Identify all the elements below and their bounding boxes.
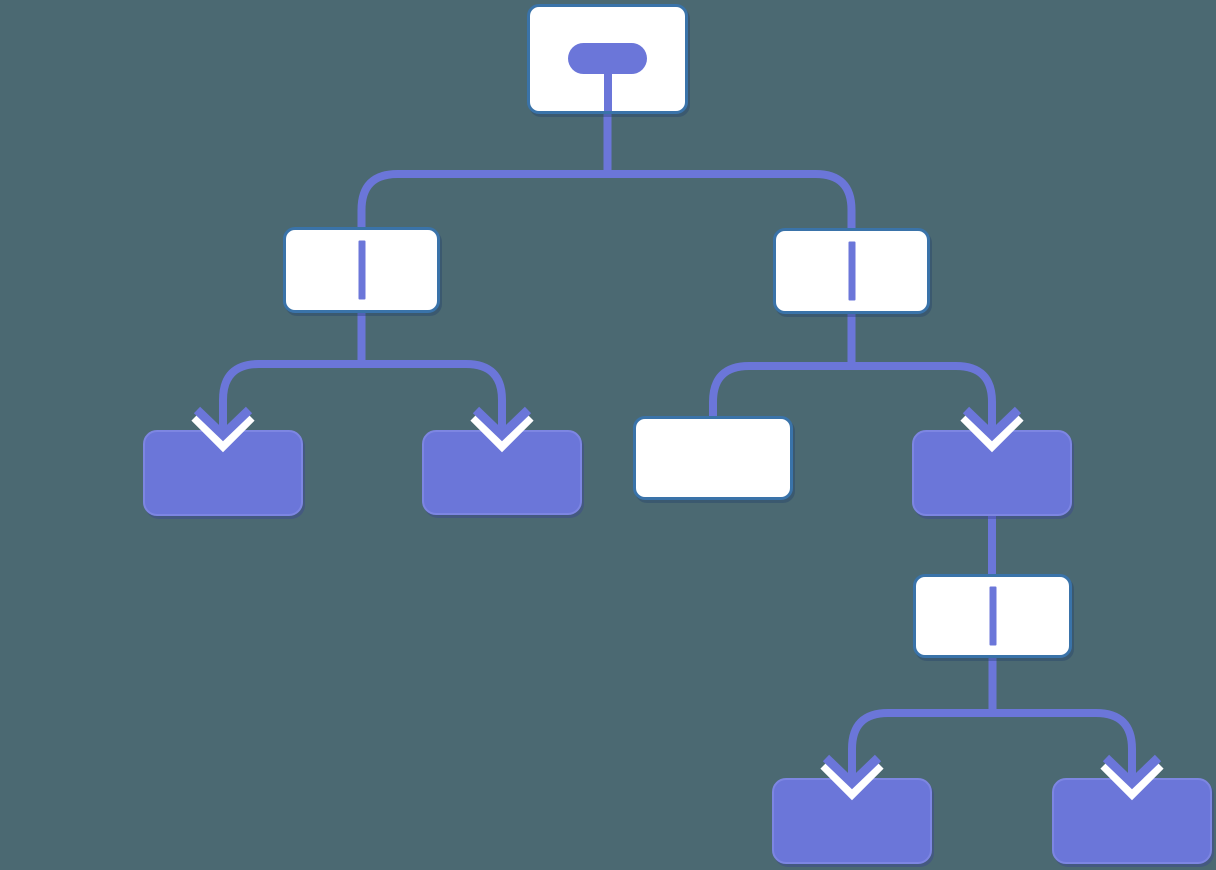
pill-stem-line bbox=[603, 65, 612, 111]
pill-icon bbox=[568, 43, 647, 74]
node-leaf-2[interactable] bbox=[422, 406, 582, 515]
node-leaf-1[interactable] bbox=[143, 406, 303, 516]
connector-edge bbox=[709, 314, 856, 418]
node-root[interactable] bbox=[527, 4, 688, 114]
divider-line-icon bbox=[848, 241, 855, 301]
node-leaf-4[interactable] bbox=[772, 754, 932, 864]
node-leaf-3[interactable] bbox=[912, 406, 1072, 516]
node-plain[interactable] bbox=[633, 416, 793, 500]
node-branch-left[interactable] bbox=[283, 227, 440, 313]
double-chevron-down-icon bbox=[470, 406, 534, 453]
double-chevron-down-icon bbox=[191, 406, 255, 453]
double-chevron-down-icon bbox=[960, 406, 1024, 453]
divider-line-icon bbox=[358, 240, 365, 300]
node-leaf-5[interactable] bbox=[1052, 754, 1212, 864]
node-branch-bottom[interactable] bbox=[913, 574, 1072, 658]
divider-line-icon bbox=[989, 586, 996, 646]
double-chevron-down-icon bbox=[820, 754, 884, 801]
connector-edge bbox=[603, 114, 856, 230]
double-chevron-down-icon bbox=[1100, 754, 1164, 801]
node-branch-right[interactable] bbox=[773, 228, 930, 314]
connector-edge bbox=[357, 114, 612, 229]
